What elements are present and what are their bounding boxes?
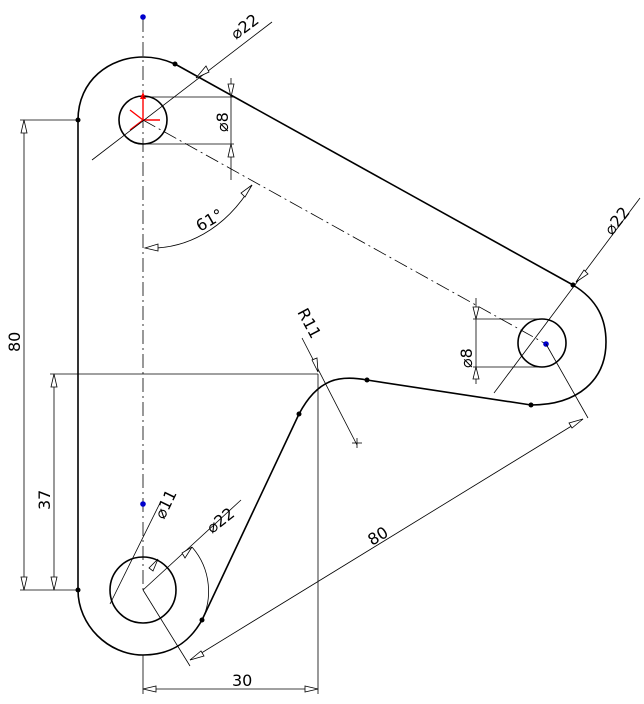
top-centerline-endpoint[interactable]: [140, 14, 146, 20]
svg-text:⌀22: ⌀22: [600, 203, 633, 238]
fillet-r11: [298, 377, 368, 415]
svg-text:R11: R11: [293, 305, 325, 342]
dim-right-outer-diameter[interactable]: ⌀22: [493, 197, 641, 394]
sketch-vertices: [75, 61, 576, 623]
part-outline: [77, 56, 607, 656]
dim-left-vertical-80[interactable]: 80: [5, 119, 78, 591]
dim-right-hole-diameter[interactable]: ⌀8: [457, 298, 542, 384]
dim-left-37[interactable]: 37: [35, 373, 318, 591]
svg-text:61°: 61°: [193, 205, 227, 236]
dim-top-hole-diameter[interactable]: ⌀8: [143, 78, 235, 180]
right-boss-arc: [530, 284, 607, 406]
dim-angle[interactable]: 61°: [143, 184, 253, 252]
lower-right-edge: [366, 379, 532, 406]
svg-text:80: 80: [364, 523, 391, 550]
svg-text:⌀22: ⌀22: [203, 504, 238, 537]
svg-text:⌀8: ⌀8: [213, 112, 232, 132]
svg-text:⌀22: ⌀22: [227, 10, 262, 43]
bottom-diagonal-edge: [201, 413, 300, 621]
top-boss-arc: [77, 56, 176, 121]
svg-text:80: 80: [5, 332, 24, 352]
upper-diagonal-edge: [174, 63, 574, 286]
right-hole: [517, 318, 567, 368]
svg-text:37: 37: [35, 490, 54, 510]
svg-text:30: 30: [232, 671, 252, 690]
dim-bottom-30[interactable]: 30: [142, 374, 319, 694]
bottom-hole: [109, 556, 177, 624]
svg-text:⌀8: ⌀8: [457, 348, 476, 368]
dim-diagonal-80[interactable]: 80: [142, 343, 589, 667]
bottom-centerline-point[interactable]: [140, 501, 146, 507]
bottom-boss-arc: [77, 589, 203, 656]
origin-axes-icon: [129, 92, 160, 131]
svg-text:⌀11: ⌀11: [151, 486, 181, 521]
dim-top-outer-diameter[interactable]: ⌀22: [91, 10, 273, 161]
dim-fillet-radius[interactable]: R11: [293, 305, 362, 448]
